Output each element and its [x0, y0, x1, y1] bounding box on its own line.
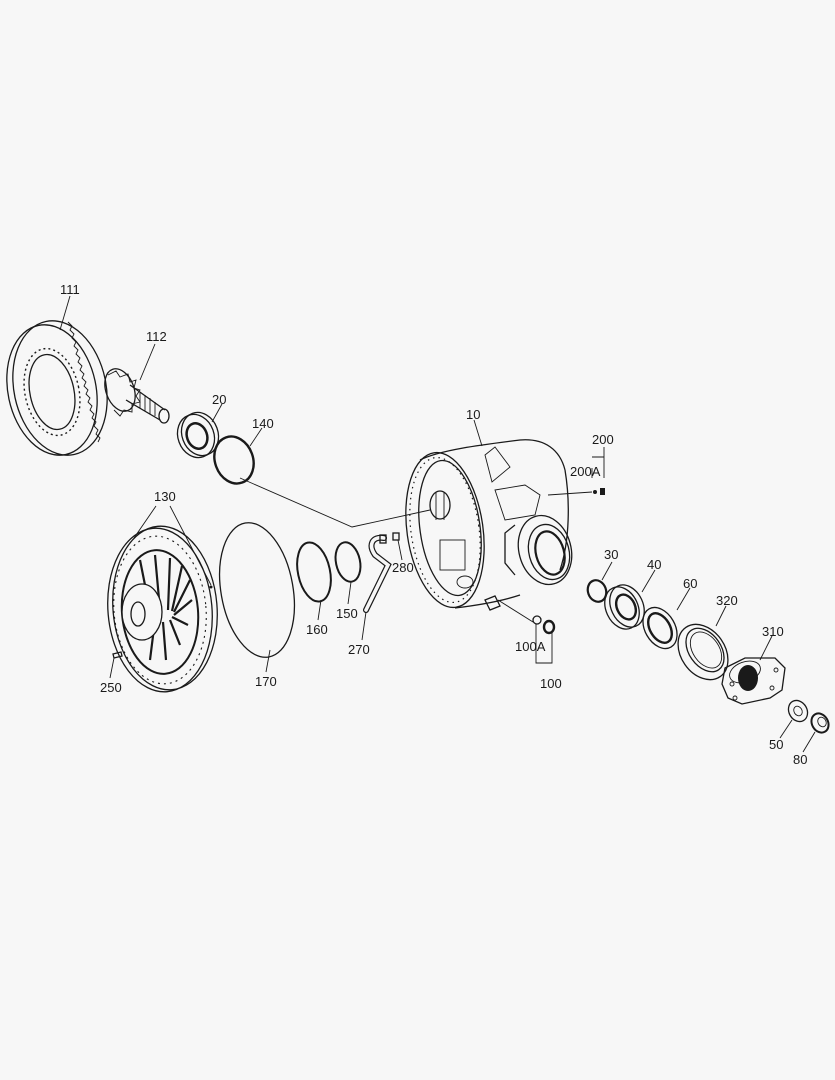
- callout-280: 280: [392, 560, 414, 575]
- callout-320: 320: [716, 593, 738, 608]
- callout-100A: 100A: [515, 639, 546, 654]
- part-200-plug: [593, 488, 605, 495]
- part-112-pinion: [104, 368, 170, 424]
- part-30-o-ring: [586, 579, 608, 603]
- callout-140: 140: [252, 416, 274, 431]
- callout-60: 60: [683, 576, 698, 591]
- part-130-cover: [107, 525, 218, 693]
- part-310-flange-yoke: [721, 657, 786, 705]
- callout-10: 10: [466, 407, 481, 422]
- callout-100: 100: [540, 676, 562, 691]
- callout-20: 20: [212, 392, 227, 407]
- part-270-pipe: [363, 534, 392, 613]
- part-170-large-o-ring: [218, 522, 296, 658]
- callout-200A: 200A: [570, 464, 601, 479]
- callout-270: 270: [348, 642, 370, 657]
- part-250-screw: [112, 651, 123, 659]
- part-20-bearing: [176, 411, 220, 459]
- part-40-bearing: [604, 584, 645, 630]
- part-140-o-ring: [213, 435, 255, 485]
- part-150-o-ring: [334, 541, 362, 583]
- callout-111: 111: [60, 282, 80, 297]
- part-50-washer: [787, 699, 809, 723]
- part-100A-washer: [532, 615, 542, 625]
- callout-150: 150: [336, 606, 358, 621]
- callout-130: 130: [154, 489, 176, 504]
- callout-200: 200: [592, 432, 614, 447]
- callout-160: 160: [306, 622, 328, 637]
- part-280-fitting: [392, 532, 400, 541]
- part-10-housing: [405, 439, 573, 611]
- callout-50: 50: [769, 737, 784, 752]
- part-80-nut: [810, 712, 830, 734]
- callout-30: 30: [604, 547, 619, 562]
- callout-310: 310: [762, 624, 784, 639]
- part-320-deflector: [677, 623, 729, 681]
- callout-80: 80: [793, 752, 808, 767]
- callout-170: 170: [255, 674, 277, 689]
- part-60-seal: [642, 606, 678, 650]
- callout-40: 40: [647, 557, 662, 572]
- part-160-o-ring: [296, 541, 332, 603]
- callout-112: 112: [146, 329, 167, 344]
- callout-250: 250: [100, 680, 122, 695]
- part-100-plug: [542, 619, 556, 635]
- part-111-ring-gear: [6, 320, 108, 456]
